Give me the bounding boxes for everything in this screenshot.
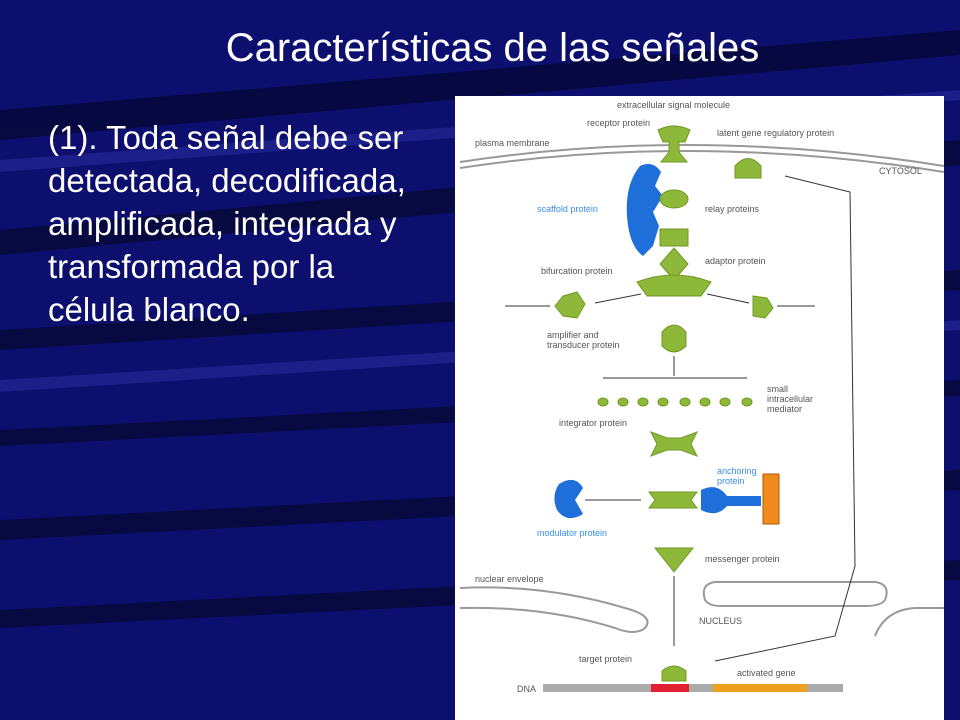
- label-integrator-protein: integrator protein: [559, 418, 627, 428]
- label-latent-gene-regulatory-protein: latent gene regulatory protein: [717, 128, 834, 138]
- amplifier-protein-shape: [661, 324, 687, 353]
- right-branch-protein: [752, 295, 774, 319]
- bifurcation-protein-shape: [636, 274, 712, 297]
- activated-gene-segment: [713, 684, 807, 692]
- label-nucleus: NUCLEUS: [699, 616, 742, 626]
- modulator-protein-shape: [554, 479, 583, 519]
- label-target-protein: target protein: [579, 654, 632, 664]
- anchoring-protein-shape: [701, 487, 761, 514]
- label-amplifier-line1: amplifier and: [547, 330, 599, 340]
- label-amplifier-line2: transducer protein: [547, 340, 620, 350]
- label-small-mediator-line3: mediator: [767, 404, 802, 414]
- nuclear-envelope-far-right: [874, 607, 944, 637]
- relay-protein-2: [659, 228, 689, 247]
- latent-protein-pathway: [714, 175, 856, 662]
- signaling-diagram: extracellular signal molecule receptor p…: [455, 96, 944, 720]
- nuclear-envelope-left: [459, 586, 649, 633]
- label-relay-proteins: relay proteins: [705, 204, 760, 214]
- bifurcation-right-arrow: [706, 293, 750, 304]
- left-branch-protein: [554, 291, 586, 319]
- relay-protein-1: [659, 189, 689, 209]
- small-mediators: [597, 397, 753, 407]
- label-scaffold-protein: scaffold protein: [537, 204, 598, 214]
- receptor-protein-shape: [657, 125, 691, 163]
- label-dna: DNA: [517, 684, 536, 694]
- slide-title: Características de las señales: [225, 26, 760, 70]
- bifurcation-left-arrow: [594, 293, 642, 304]
- label-activated-gene: activated gene: [737, 668, 796, 678]
- signaling-diagram-svg: extracellular signal molecule receptor p…: [459, 100, 944, 694]
- messenger-protein-shape: [653, 547, 695, 573]
- label-small-mediator-line2: intracellular: [767, 394, 813, 404]
- slide-body-text: (1). Toda señal debe ser detectada, deco…: [48, 119, 406, 328]
- label-nuclear-envelope: nuclear envelope: [475, 574, 544, 584]
- label-anchoring-line2: protein: [717, 476, 745, 486]
- plasma-membrane-line-inner: [459, 149, 944, 173]
- label-anchoring-line1: anchoring: [717, 466, 757, 476]
- integrator-protein-shape: [649, 431, 699, 457]
- label-plasma-membrane: plasma membrane: [475, 138, 550, 148]
- dna-strand: [543, 684, 843, 692]
- anchor-cylinder: [762, 473, 780, 525]
- scaffold-protein-shape: [626, 164, 663, 256]
- label-extracellular-signal-molecule: extracellular signal molecule: [617, 100, 730, 110]
- target-protein-shape: [661, 665, 687, 682]
- label-adaptor-protein: adaptor protein: [705, 256, 766, 266]
- label-cytosol: CYTOSOL: [879, 166, 922, 176]
- target-bound-protein-shape: [648, 491, 698, 509]
- label-small-mediator-line1: small: [767, 384, 788, 394]
- label-receptor-protein: receptor protein: [587, 118, 650, 128]
- gene-segment-red: [651, 684, 689, 692]
- latent-gene-regulatory-protein-shape: [734, 158, 762, 179]
- label-messenger-protein: messenger protein: [705, 554, 780, 564]
- nuclear-envelope-right: [702, 581, 888, 607]
- label-modulator-protein: modulator protein: [537, 528, 607, 538]
- plasma-membrane-line: [459, 143, 944, 167]
- label-bifurcation-protein: bifurcation protein: [541, 266, 613, 276]
